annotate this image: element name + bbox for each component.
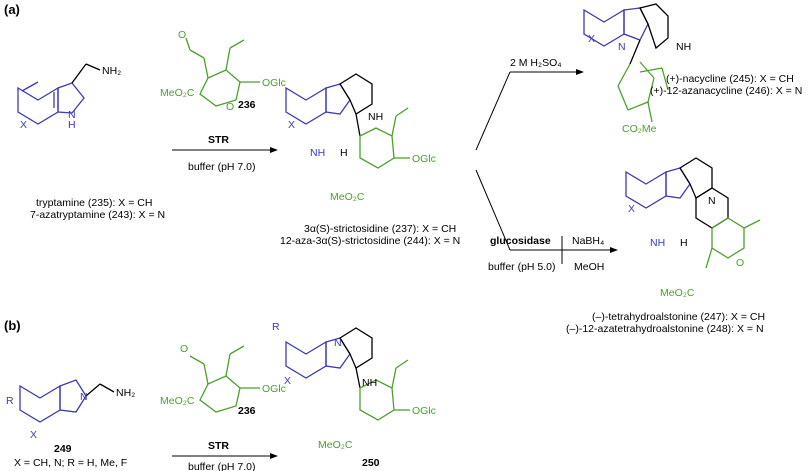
tryptamine-structure: NH₂ X H N bbox=[17, 63, 121, 131]
label-nacycline: (+)-nacycline (245): X = CH bbox=[666, 73, 794, 85]
reagent-buffer-a: buffer (pH 7.0) bbox=[188, 161, 256, 173]
amine-249: NH₂ bbox=[116, 387, 135, 399]
x-atom-nacy: X bbox=[588, 33, 595, 45]
reagent-buffer-c: buffer (pH 7.0) bbox=[188, 461, 256, 471]
n-atom-tha: N bbox=[708, 195, 716, 207]
x-atom-250: X bbox=[284, 375, 291, 387]
oglc-label-strict: OGlc bbox=[412, 153, 436, 165]
label-azanacycline: (+)-12-azanacycline (246): X = N bbox=[650, 85, 802, 97]
n-atom-nacy: N bbox=[618, 41, 626, 53]
nh-nacy: NH bbox=[676, 41, 691, 53]
meo2c-label-250: MeO₂C bbox=[318, 439, 353, 451]
label-azatetrahydroalstonine: (–)-12-azatetrahydroalstonine (248): X =… bbox=[566, 323, 764, 335]
strictosidine-structure: OGlc MeO₂C X NH NH H bbox=[285, 73, 436, 203]
arrowhead-str-a bbox=[270, 147, 278, 153]
r-atom-249: R bbox=[6, 395, 14, 407]
oglc-label-250: OGlc bbox=[412, 405, 436, 417]
nh-indole-tha: NH bbox=[650, 237, 665, 249]
indole-n: H bbox=[68, 119, 76, 131]
compound-236-b: 236 bbox=[238, 405, 256, 417]
compound-250-structure: OGlc MeO₂C R X N NH bbox=[272, 321, 436, 451]
nacycline-structure: CO₂Me X N NH bbox=[583, 3, 691, 135]
o-atom-tha: O bbox=[736, 257, 744, 269]
oglc-label-b: OGlc bbox=[262, 383, 286, 395]
arrowhead-str-b bbox=[270, 453, 278, 459]
meo2c-label-a: MeO₂C bbox=[160, 87, 195, 99]
reagent-nabh4: NaBH₄ bbox=[572, 235, 604, 247]
reagent-buffer-b: buffer (pH 5.0) bbox=[488, 261, 556, 273]
label-strictosidine: 3α(S)-strictosidine (237): X = CH bbox=[304, 223, 456, 235]
label-tetrahydroalstonine: (–)-tetrahydroalstonine (247): X = CH bbox=[592, 311, 765, 323]
branch-up-line bbox=[475, 71, 511, 151]
co2me-label: CO₂Me bbox=[622, 123, 657, 135]
nh-indole-strict: NH bbox=[310, 147, 325, 159]
nh-250: NH bbox=[362, 377, 377, 389]
x-atom: X bbox=[20, 119, 27, 131]
reagent-acid: 2 M H₂SO₄ bbox=[510, 57, 562, 69]
meo2c-label-tha: MeO₂C bbox=[660, 287, 695, 299]
panel-b-label: (b) bbox=[4, 318, 21, 333]
branch-down-line bbox=[475, 169, 511, 251]
x-atom-tha: X bbox=[628, 203, 635, 215]
secologanin-structure-b: OGlc O MeO₂C bbox=[160, 343, 286, 413]
x-atom-strict: X bbox=[288, 119, 295, 131]
meo2c-label-strict: MeO₂C bbox=[330, 191, 365, 203]
label-azastrictosidine: 12-aza-3α(S)-strictosidine (244): X = N bbox=[280, 235, 460, 247]
oglc-label-a: OGlc bbox=[262, 77, 286, 89]
h-strict: H bbox=[340, 147, 348, 159]
aldehyde-o-b: O bbox=[180, 343, 188, 355]
compound-236-a: 236 bbox=[238, 99, 256, 111]
x-atom-249: X bbox=[30, 429, 37, 441]
label-tryptamine: tryptamine (235): X = CH bbox=[36, 197, 152, 209]
label-azatryptamine: 7-azatryptamine (243): X = N bbox=[30, 209, 165, 221]
aldehyde-o: O bbox=[178, 29, 186, 41]
compound-249-structure: NH₂ R X N bbox=[6, 379, 135, 441]
meo2c-label-b: MeO₂C bbox=[160, 395, 195, 407]
nh-strict: NH bbox=[368, 111, 383, 123]
label-249-sub: X = CH, N; R = H, Me, F bbox=[14, 457, 127, 469]
h-tha: H bbox=[680, 237, 688, 249]
n-atom-250: N bbox=[334, 337, 342, 349]
reagent-str-a: STR bbox=[208, 134, 229, 146]
reagent-str-b: STR bbox=[208, 440, 229, 452]
panel-a-label: (a) bbox=[4, 2, 20, 17]
amine-label: NH₂ bbox=[102, 65, 121, 77]
arrowhead-acid bbox=[576, 69, 584, 75]
compound-249: 249 bbox=[54, 443, 72, 455]
n-atom-249: N bbox=[80, 391, 88, 403]
secologanin-structure-a: OGlc O O MeO₂C bbox=[160, 29, 286, 113]
tetrahydroalstonine-structure: MeO₂C O X NH N H bbox=[625, 157, 761, 299]
reagent-glucosidase: glucosidase bbox=[490, 235, 551, 247]
indole-nh: N bbox=[68, 109, 76, 121]
compound-250: 250 bbox=[362, 457, 380, 469]
r-atom-250: R bbox=[272, 321, 280, 333]
reagent-meoh: MeOH bbox=[574, 261, 604, 273]
ring-o: O bbox=[226, 101, 234, 113]
arrowhead-glucosidase bbox=[610, 247, 618, 253]
